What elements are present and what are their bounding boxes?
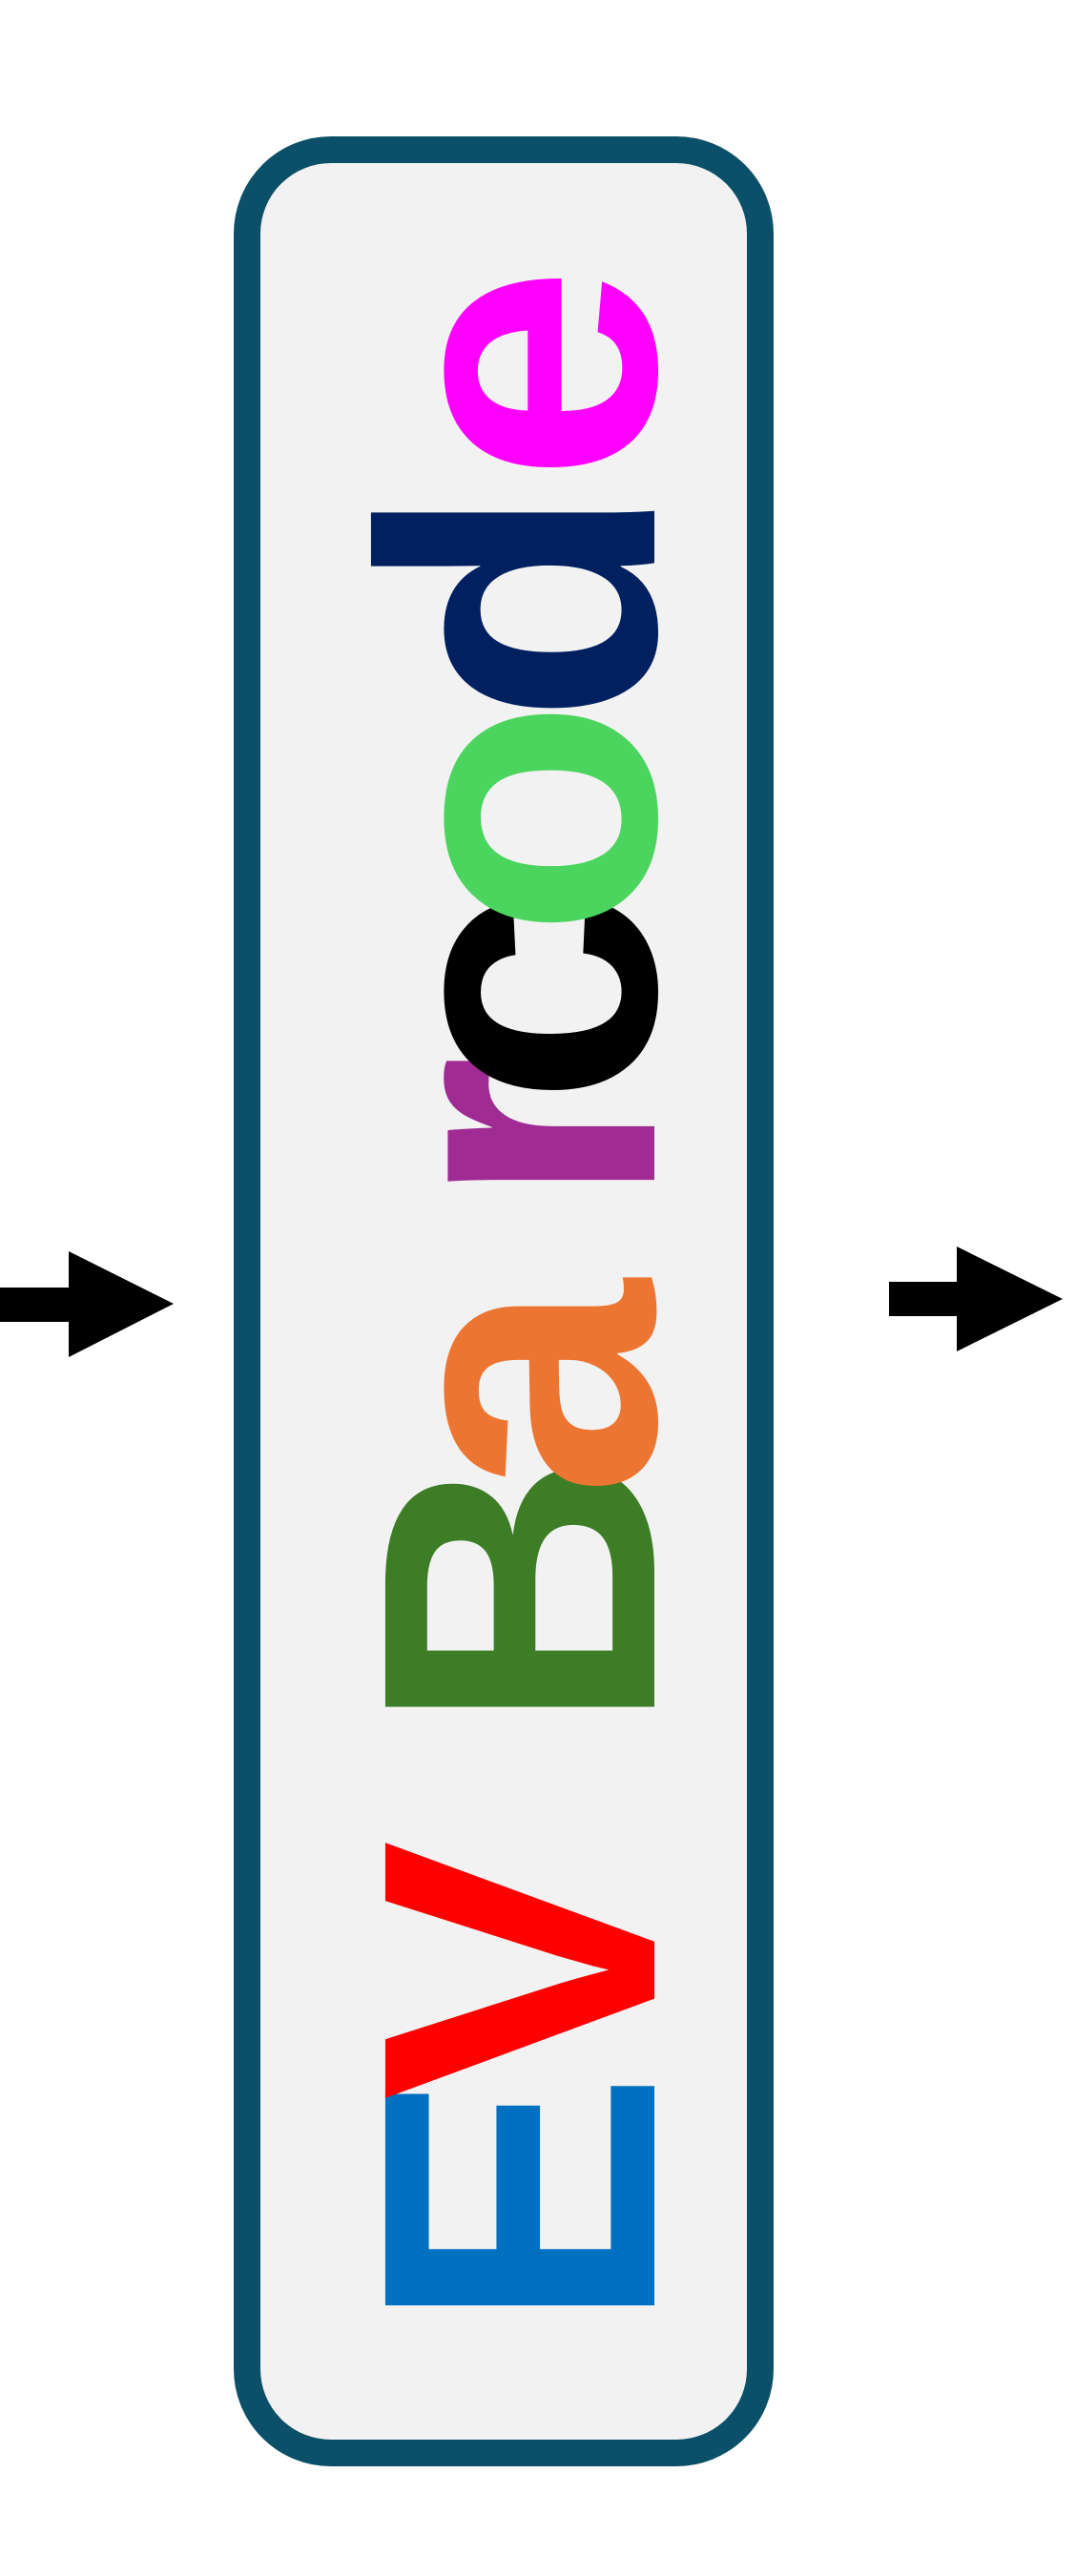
letter-E: E <box>300 2071 737 2332</box>
letter-V: V <box>300 1840 737 2101</box>
ev-barcode-block <box>234 136 774 2466</box>
letter-a: a <box>300 1279 737 1498</box>
output-arrow-icon <box>889 1247 1065 1353</box>
letter-d: d <box>300 484 737 725</box>
letter-o: o <box>300 698 737 938</box>
letter-e: e <box>300 264 737 484</box>
input-arrow-icon <box>0 1251 176 1358</box>
